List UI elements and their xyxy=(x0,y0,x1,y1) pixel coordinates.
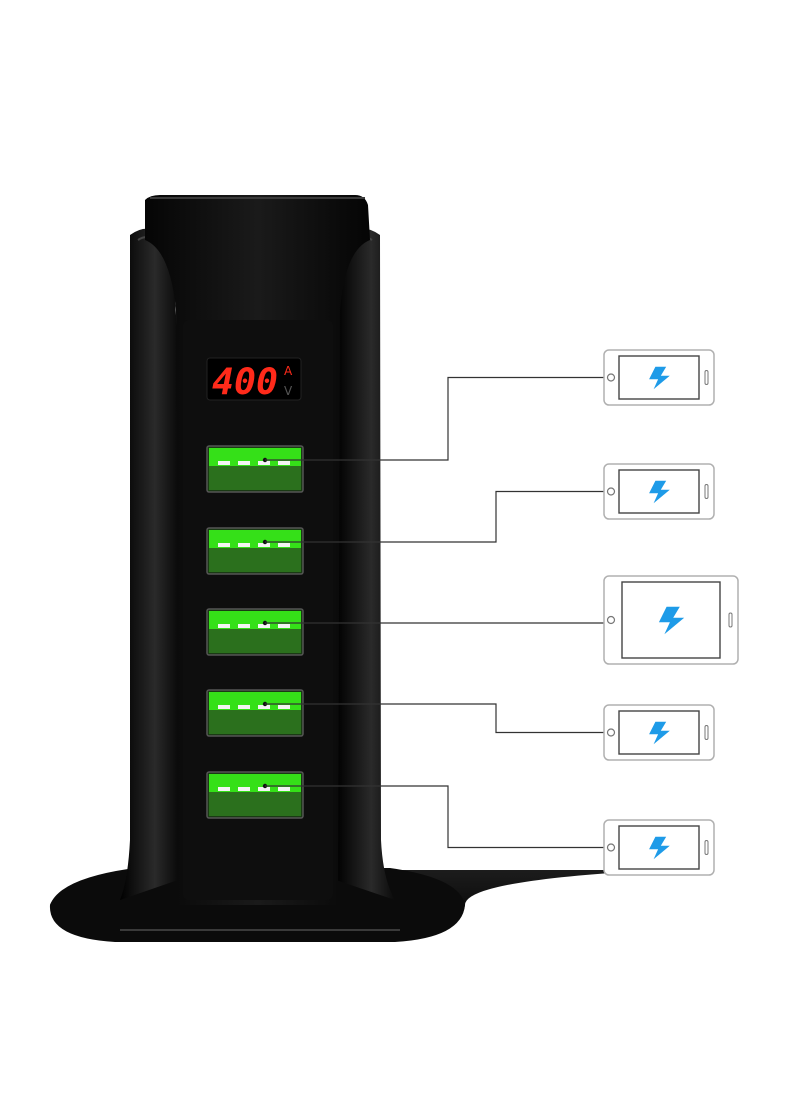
display-reading: 400 xyxy=(212,362,278,403)
lightning-bolt-icon xyxy=(649,366,670,390)
connector-line xyxy=(265,376,604,461)
connector-line xyxy=(265,785,604,849)
lightning-bolt-icon xyxy=(649,836,670,860)
display-unit-volt: V xyxy=(284,384,293,398)
connector-line xyxy=(265,490,604,543)
phone-device xyxy=(603,349,715,406)
lightning-bolt-icon xyxy=(658,606,685,635)
lightning-bolt-icon xyxy=(649,721,670,745)
phone-device xyxy=(603,463,715,520)
display-unit-amp: A xyxy=(284,364,293,378)
lightning-bolt-icon xyxy=(649,480,670,504)
usb-port[interactable] xyxy=(206,608,304,656)
phone-device xyxy=(603,819,715,876)
connector-lines xyxy=(265,376,604,849)
charger-side-wings xyxy=(120,228,395,901)
usb-port[interactable] xyxy=(206,771,304,819)
tablet-device xyxy=(603,575,739,665)
phone-device xyxy=(603,704,715,761)
usb-ports xyxy=(206,445,304,819)
devices xyxy=(603,349,739,876)
current-display: 400 A V xyxy=(206,357,302,403)
connector-line xyxy=(265,703,604,734)
usb-port[interactable] xyxy=(206,527,304,575)
usb-port[interactable] xyxy=(206,689,304,737)
usb-port[interactable] xyxy=(206,445,304,493)
